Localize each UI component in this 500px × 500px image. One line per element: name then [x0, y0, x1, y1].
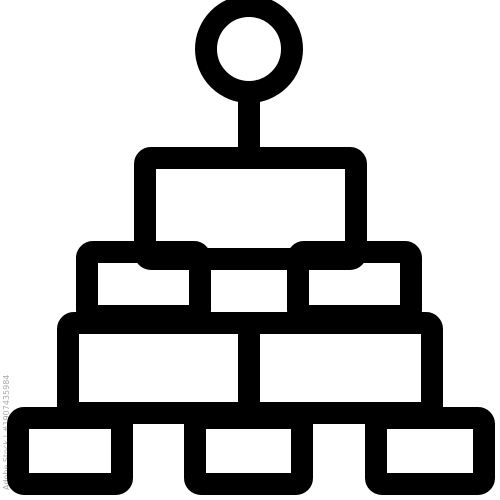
leaf-center-box [184, 407, 313, 495]
level-2-left-box [76, 241, 211, 327]
watermark-side-text: Adobe Stock | #1907435984 [2, 374, 11, 490]
root-node-circle [195, 0, 303, 103]
level-1-box [134, 147, 367, 270]
level-2-right-box [287, 241, 422, 327]
leaf-right-box [365, 407, 495, 495]
leaf-left-box [7, 407, 133, 495]
